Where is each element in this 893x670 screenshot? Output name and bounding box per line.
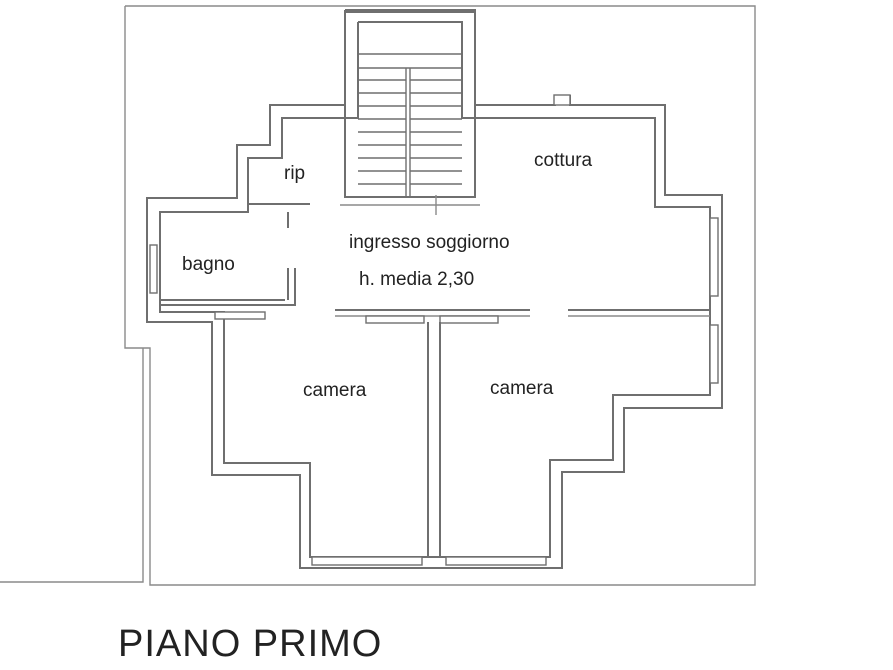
door-camera-right (439, 315, 499, 324)
staircase (344, 11, 476, 198)
window-camera-right-side (709, 324, 719, 384)
room-label-camera-left: camera (303, 380, 367, 401)
window-bagno (149, 244, 158, 294)
plot-boundary (124, 5, 756, 586)
window-camera-right-bottom (445, 556, 547, 566)
window-camera-left-bottom (311, 556, 423, 566)
plot-boundary-lower-left (0, 348, 144, 583)
window-cottura-top (553, 94, 571, 106)
door-bagno (214, 311, 266, 320)
room-label-rip: rip (284, 163, 305, 184)
room-height-note: h. media 2,30 (359, 269, 474, 290)
room-label-bagno: bagno (182, 254, 235, 275)
room-label-cottura: cottura (534, 150, 593, 171)
room-label-camera-right: camera (490, 378, 554, 399)
inner-wall-outline (159, 21, 711, 558)
door-camera-left (365, 315, 425, 324)
bagno-wall (160, 268, 296, 306)
room-label-soggiorno: ingresso soggiorno (349, 232, 510, 253)
window-soggiorno (709, 217, 719, 297)
plan-title: PIANO PRIMO (118, 623, 382, 665)
